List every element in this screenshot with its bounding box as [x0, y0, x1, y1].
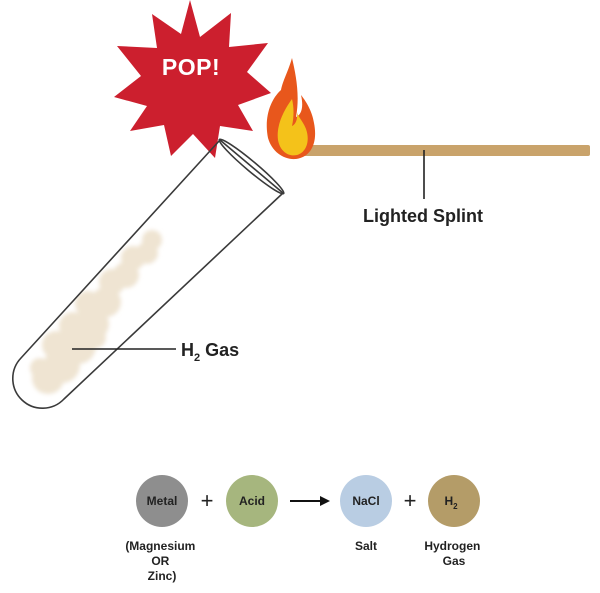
- burst-star-shape: [114, 0, 271, 158]
- hydrogen-gas-cloud: [30, 230, 162, 394]
- product-salt: NaCl: [340, 475, 392, 527]
- plus-sign: +: [404, 488, 417, 513]
- product-hydrogen: H2: [428, 475, 480, 527]
- plus-sign: +: [201, 488, 214, 513]
- splint-wood: [298, 145, 590, 156]
- nacl-circle: [340, 475, 392, 527]
- reactant-metal: Metal: [136, 475, 188, 527]
- hydrogen-caption: Hydrogen Gas: [424, 539, 483, 568]
- acid-circle: [226, 475, 278, 527]
- metal-circle: [136, 475, 188, 527]
- metal-caption: (Magnesium OR Zinc): [125, 539, 198, 583]
- reaction-arrow: [290, 496, 330, 506]
- pop-text: POP!: [162, 54, 220, 80]
- acid-label: Acid: [239, 494, 265, 508]
- splint-label: Lighted Splint: [363, 206, 483, 226]
- lighted-splint: Lighted Splint: [266, 58, 590, 226]
- nacl-label: NaCl: [352, 494, 379, 508]
- flame-icon: [266, 58, 316, 160]
- h2-label: H2: [444, 494, 458, 511]
- pop-burst: POP!: [114, 0, 271, 158]
- reactant-acid: Acid: [226, 475, 278, 527]
- tube-mouth: [218, 138, 285, 195]
- flame-inner: [277, 99, 308, 156]
- reaction-equation: Metal + Acid NaCl + H2 (Magnesium OR Zin…: [125, 475, 483, 583]
- tube-outline: [11, 139, 284, 409]
- metal-label: Metal: [147, 494, 178, 508]
- salt-caption: Salt: [355, 539, 377, 553]
- h2-circle: [428, 475, 480, 527]
